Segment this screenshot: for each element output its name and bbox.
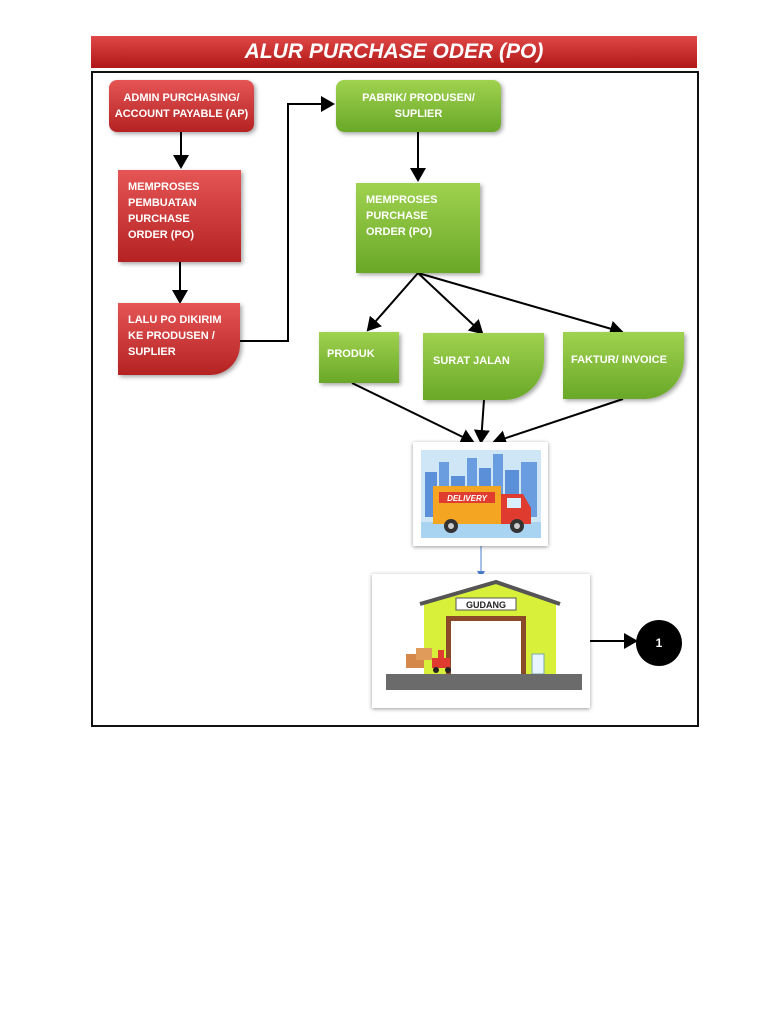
proses-pembuatan-po-label: MEMPROSES PEMBUATAN PURCHASE ORDER (PO)	[128, 181, 200, 241]
surat-jalan-box: SURAT JALAN	[423, 333, 544, 400]
gudang-illustration: GUDANG	[372, 574, 590, 708]
admin-purchasing-label: ADMIN PURCHASING/ ACCOUNT PAYABLE (AP)	[114, 92, 249, 120]
surat-jalan-label: SURAT JALAN	[433, 355, 510, 367]
diagram-title-bar: ALUR PURCHASE ODER (PO)	[91, 36, 697, 68]
po-dikirim-box: LALU PO DIKIRIM KE PRODUSEN / SUPLIER	[118, 303, 240, 375]
po-dikirim-label: LALU PO DIKIRIM KE PRODUSEN / SUPLIER	[128, 314, 222, 358]
admin-purchasing-box: ADMIN PURCHASING/ ACCOUNT PAYABLE (AP)	[109, 80, 254, 132]
delivery-truck-illustration: DELIVERY	[413, 442, 548, 546]
proses-pembuatan-po-box: MEMPROSES PEMBUATAN PURCHASE ORDER (PO)	[118, 170, 241, 262]
produk-label: PRODUK	[327, 348, 375, 360]
faktur-invoice-label: FAKTUR/ INVOICE	[571, 354, 667, 366]
connector-circle: 1	[636, 620, 682, 666]
proses-po-box: MEMPROSES PURCHASE ORDER (PO)	[356, 183, 480, 273]
produk-box: PRODUK	[319, 332, 399, 383]
diagram-title: ALUR PURCHASE ODER (PO)	[244, 40, 544, 63]
pabrik-produsen-supplier-label: PABRIK/ PRODUSEN/ SUPLIER	[362, 92, 475, 120]
faktur-invoice-box: FAKTUR/ INVOICE	[563, 332, 684, 399]
proses-po-label: MEMPROSES PURCHASE ORDER (PO)	[366, 194, 438, 238]
delivery-label: DELIVERY	[447, 494, 488, 503]
gudang-label: GUDANG	[466, 600, 506, 610]
pabrik-produsen-supplier-box: PABRIK/ PRODUSEN/ SUPLIER	[336, 80, 501, 132]
connector-label: 1	[655, 636, 663, 650]
